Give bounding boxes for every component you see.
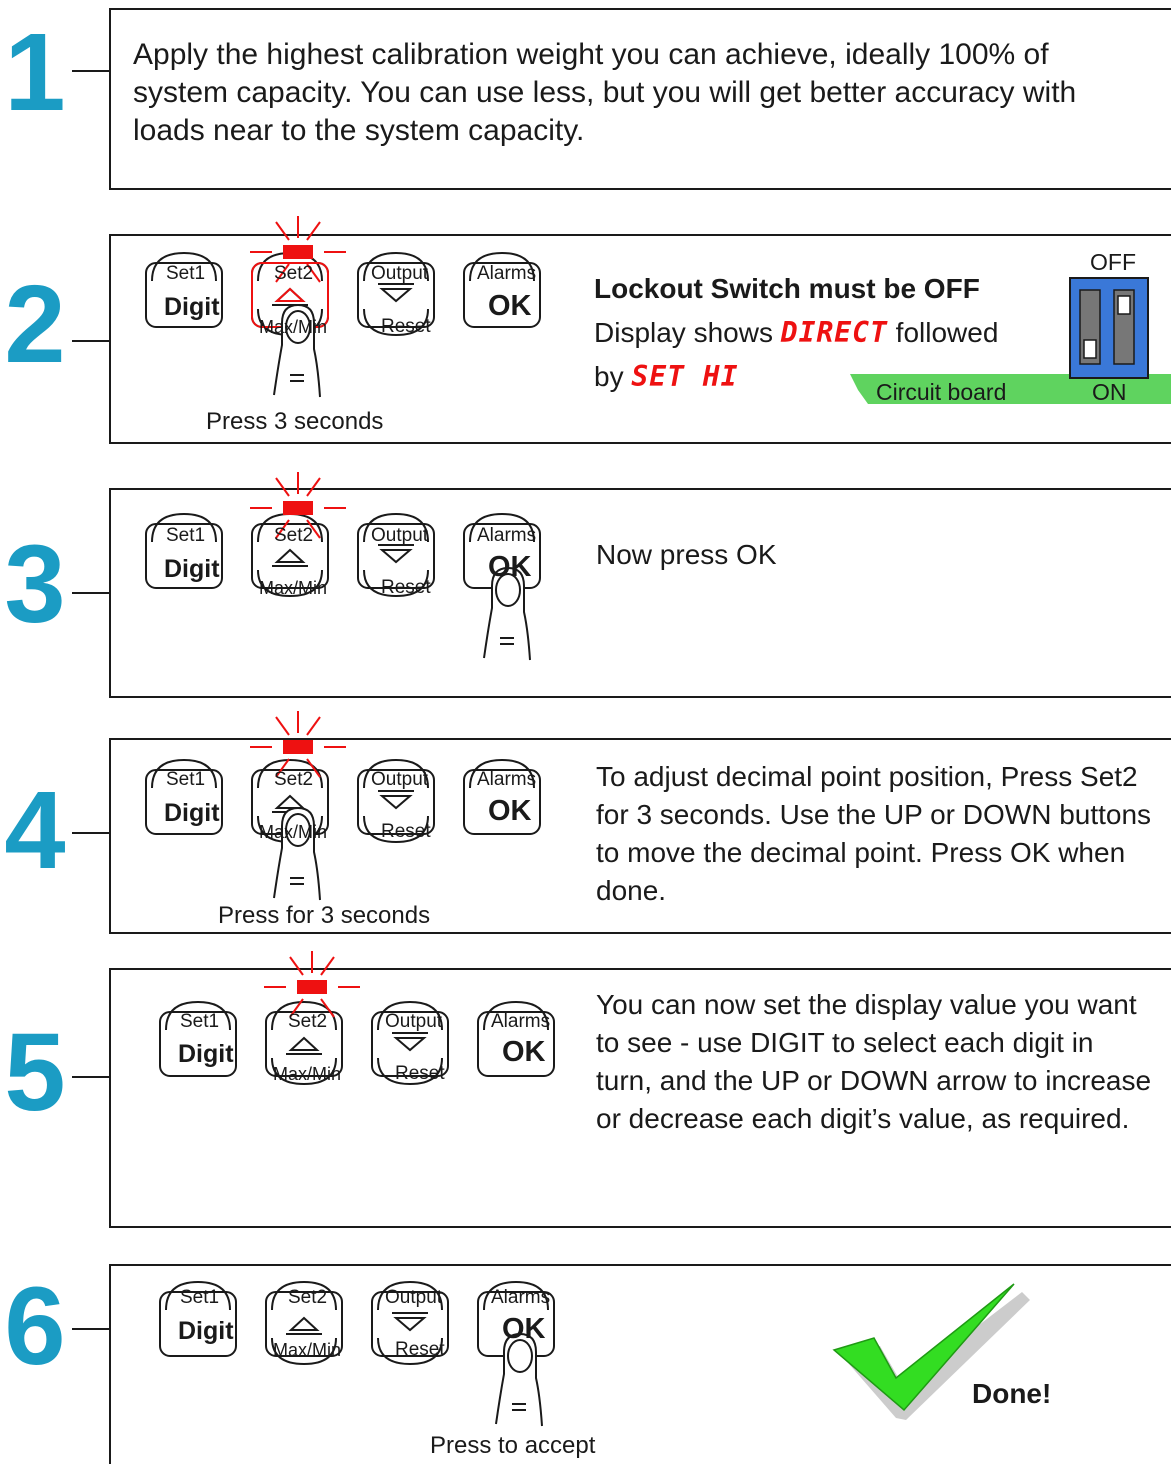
keypad-label-maxmin: Max/Min bbox=[273, 1064, 342, 1084]
keypad-label-set2: Set2 bbox=[274, 769, 314, 790]
keypad-label-set2: Set2 bbox=[288, 1287, 328, 1308]
keypad-label-alarms: Alarms bbox=[477, 263, 537, 284]
keypad-label-set1: Set1 bbox=[180, 1287, 220, 1308]
keypad-label-set2: Set2 bbox=[288, 1011, 328, 1032]
keypad-label-set2: Set2 bbox=[274, 525, 314, 546]
keypad-label-set1: Set1 bbox=[180, 1011, 220, 1032]
ok-button[interactable]: OK bbox=[488, 290, 532, 322]
step-number: 2 bbox=[4, 263, 66, 386]
keypad-label-reset: Reset bbox=[381, 821, 431, 842]
press-caption: Press for 3 seconds bbox=[218, 902, 431, 929]
keypad-label-alarms: Alarms bbox=[491, 1011, 551, 1032]
connector-line bbox=[72, 1328, 110, 1330]
keypad-label-alarms: Alarms bbox=[491, 1287, 551, 1308]
keypad-label-output: Output bbox=[385, 1011, 443, 1032]
keypad-label-output: Output bbox=[371, 263, 429, 284]
step-text: by bbox=[594, 361, 632, 392]
digit-button[interactable]: Digit bbox=[164, 293, 220, 321]
keypad-label-set1: Set1 bbox=[166, 769, 206, 790]
connector-line bbox=[72, 340, 110, 342]
circuit-board-label: Circuit board bbox=[876, 379, 1007, 405]
lockout-heading: Lockout Switch must be OFF bbox=[594, 273, 980, 304]
keypad-label-set2: Set2 bbox=[274, 263, 314, 284]
display-readout: DIRECT bbox=[780, 316, 888, 349]
step-text: Now press OK bbox=[596, 539, 777, 570]
display-line: Display shows DIRECT followed bbox=[594, 314, 998, 352]
keypad-label-reset: Reset bbox=[395, 1063, 445, 1084]
checkmark-icon bbox=[832, 1283, 1030, 1420]
step-panel: Apply the highest calibration weight you… bbox=[109, 8, 1171, 190]
step-text: Display shows bbox=[594, 317, 781, 348]
keypad-label-alarms: Alarms bbox=[477, 525, 537, 546]
keypad-label-maxmin: Max/Min bbox=[273, 1340, 342, 1360]
keypad bbox=[145, 215, 541, 398]
display-readout: SET HI bbox=[631, 360, 739, 393]
keypad-label-set1: Set1 bbox=[166, 525, 206, 546]
step-number: 5 bbox=[4, 1011, 66, 1134]
ok-button[interactable]: OK bbox=[488, 551, 532, 583]
keypad-label-alarms: Alarms bbox=[477, 769, 537, 790]
digit-button[interactable]: Digit bbox=[164, 555, 220, 583]
circuit-board bbox=[850, 374, 1171, 404]
keypad-label-output: Output bbox=[371, 525, 429, 546]
step-text: You can now set the display value you wa… bbox=[596, 989, 1152, 1134]
connector-line bbox=[72, 832, 110, 834]
display-line: by SET HI bbox=[594, 358, 739, 396]
press-caption: Press to accept bbox=[430, 1432, 596, 1459]
step-number: 1 bbox=[4, 11, 66, 134]
digit-button[interactable]: Digit bbox=[178, 1317, 234, 1345]
keypad-label-set1: Set1 bbox=[166, 263, 206, 284]
keypad-label-maxmin: Max/Min bbox=[259, 822, 328, 842]
ok-button[interactable]: OK bbox=[502, 1313, 546, 1345]
keypad-label-maxmin: Max/Min bbox=[259, 578, 328, 598]
keypad-label-reset: Reset bbox=[381, 316, 431, 337]
digit-button[interactable]: Digit bbox=[178, 1040, 234, 1068]
step-number: 6 bbox=[4, 1265, 66, 1388]
connector-line bbox=[72, 592, 110, 594]
press-caption: Press 3 seconds bbox=[206, 408, 384, 435]
keypad-label-output: Output bbox=[371, 769, 429, 790]
step-text: To adjust decimal point position, Press … bbox=[596, 761, 1152, 906]
keypad-label-maxmin: Max/Min bbox=[259, 317, 328, 337]
switch-on-label: ON bbox=[1092, 379, 1127, 405]
step-text: followed bbox=[887, 317, 999, 348]
digit-button[interactable]: Digit bbox=[164, 799, 220, 827]
connector-line bbox=[72, 70, 110, 72]
ok-button[interactable]: OK bbox=[488, 795, 532, 827]
switch-off-label: OFF bbox=[1090, 249, 1136, 275]
dip-switch-icon bbox=[850, 277, 1171, 404]
ok-button[interactable]: OK bbox=[502, 1036, 546, 1068]
keypad-label-reset: Reset bbox=[381, 577, 431, 598]
keypad-label-reset: Reset bbox=[395, 1339, 445, 1360]
step-number: 4 bbox=[4, 769, 66, 892]
step-text: Apply the highest calibration weight you… bbox=[133, 38, 1077, 147]
keypad-label-output: Output bbox=[385, 1287, 443, 1308]
connector-line bbox=[72, 1076, 110, 1078]
step-number: 3 bbox=[4, 523, 66, 646]
done-label: Done! bbox=[972, 1378, 1052, 1409]
